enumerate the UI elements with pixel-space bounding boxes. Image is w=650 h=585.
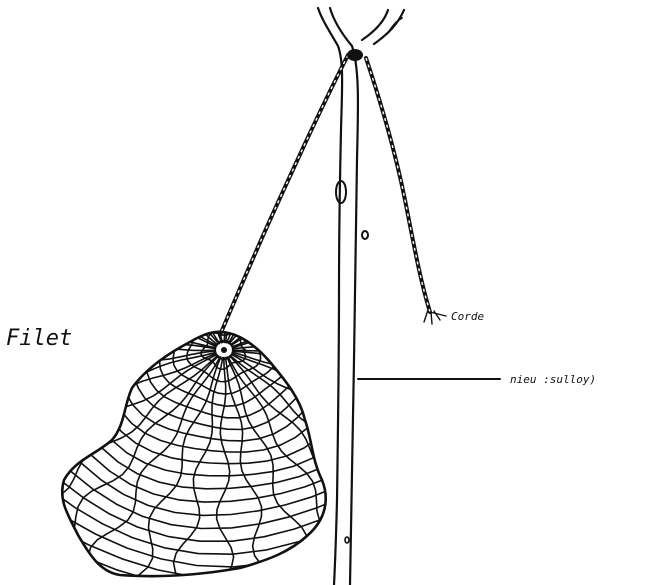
label-rope: Corde (451, 310, 484, 323)
net-strand (229, 131, 402, 344)
net-ring (0, 111, 517, 585)
label-net: Filet (6, 326, 72, 351)
net-strand (228, 357, 365, 585)
net-strand (227, 98, 318, 343)
net-strand (233, 302, 539, 348)
net-strand (88, 357, 220, 585)
net-strand (0, 351, 215, 392)
net-strand (0, 194, 217, 346)
net-strand (0, 353, 215, 439)
net-strand (0, 167, 217, 345)
net (0, 86, 544, 585)
label-pole: nieu :sulloy) (510, 373, 596, 386)
rope (220, 49, 446, 335)
net-mesh (0, 86, 544, 585)
net-ring (0, 124, 502, 579)
pole (318, 8, 404, 585)
net-strand (232, 354, 505, 476)
net-strand (233, 341, 543, 357)
net-strand (28, 356, 218, 559)
net-strand (213, 86, 233, 343)
net-strand (68, 119, 219, 343)
net-strand (45, 131, 219, 343)
net-strand (232, 233, 512, 347)
net-strand (2, 356, 217, 541)
net-strand (165, 91, 223, 343)
net-strand (233, 267, 528, 348)
net-strand (128, 96, 221, 343)
